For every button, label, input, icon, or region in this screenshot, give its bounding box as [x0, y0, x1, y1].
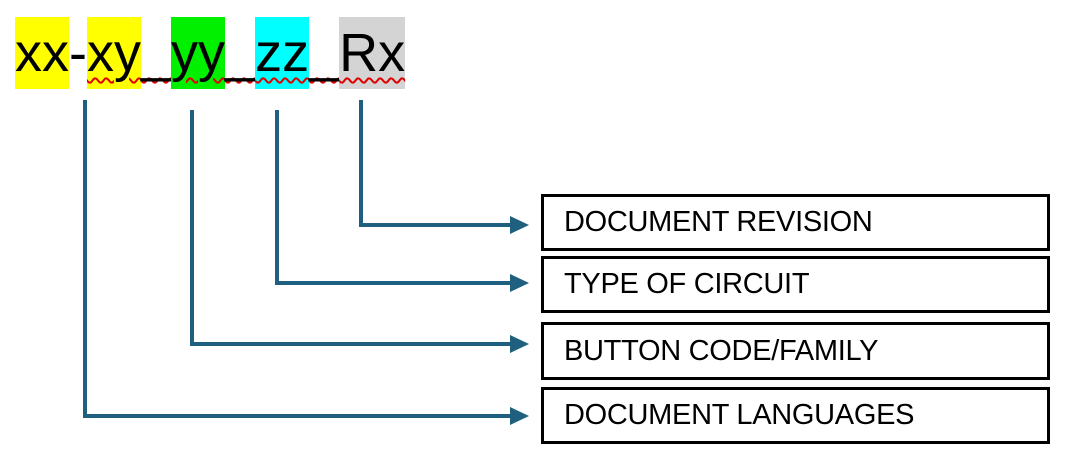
- spellcheck-squiggle: xy_yy_zz_Rx: [86, 17, 406, 89]
- code-segment-underscore: _: [140, 23, 172, 83]
- code-segment-rx: Rx: [339, 17, 406, 89]
- label-box-type-of-circuit: TYPE OF CIRCUIT: [541, 256, 1050, 313]
- arrowhead-icon: [510, 274, 529, 292]
- label-text: DOCUMENT REVISION: [564, 206, 873, 238]
- arrowhead-icon: [510, 216, 529, 234]
- code-segment-xx: xx: [15, 17, 69, 89]
- code-segment-yy: yy: [171, 17, 226, 89]
- label-text: BUTTON CODE/FAMILY: [564, 334, 879, 367]
- connector-vertical-line: [275, 110, 279, 285]
- connector-horizontal-line: [190, 342, 510, 346]
- code-segment-underscore: _: [225, 23, 256, 83]
- arrowhead-icon: [510, 335, 529, 353]
- connector-vertical-line: [359, 100, 363, 227]
- label-text: TYPE OF CIRCUIT: [564, 268, 810, 300]
- label-box-document-revision: DOCUMENT REVISION: [541, 194, 1050, 251]
- connector-vertical-line: [190, 110, 194, 346]
- label-box-button-code-family: BUTTON CODE/FAMILY: [541, 322, 1050, 380]
- code-segment-underscore: _: [309, 23, 340, 83]
- code-segment-dash: -: [69, 23, 87, 83]
- connector-horizontal-line: [83, 414, 510, 418]
- connector-horizontal-line: [359, 223, 510, 227]
- code-segment-zz: zz: [255, 17, 310, 89]
- connector-horizontal-line: [275, 281, 510, 285]
- code-segment-xy: xy: [86, 17, 141, 89]
- label-text: DOCUMENT LANGUAGES: [564, 399, 915, 431]
- connector-vertical-line: [83, 100, 87, 418]
- label-box-document-languages: DOCUMENT LANGUAGES: [541, 387, 1050, 444]
- arrowhead-icon: [510, 407, 529, 425]
- document-code: xx-xy_yy_zz_Rx: [15, 17, 406, 89]
